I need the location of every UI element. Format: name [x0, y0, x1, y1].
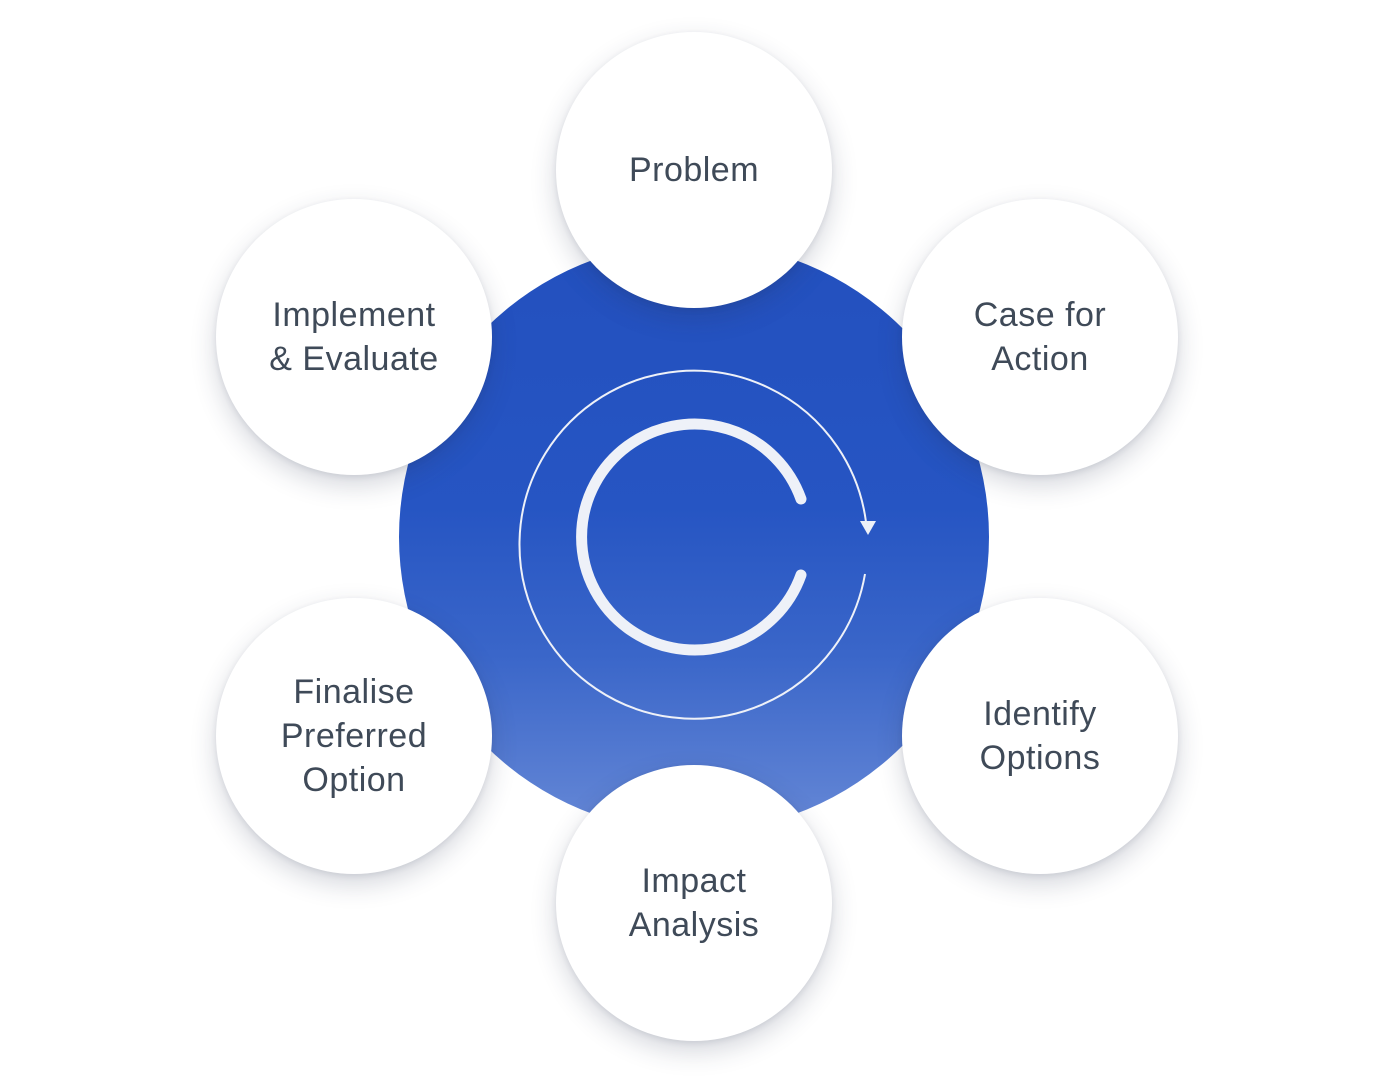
node-label-case-for-action: Case for Action: [973, 296, 1107, 378]
node-label-impact-analysis: Impact Analysis: [628, 862, 760, 944]
node-case-for-action: Case for Action: [902, 199, 1178, 475]
node-identify-options: Identify Options: [902, 598, 1178, 874]
node-label-finalise-preferred-option: Finalise Preferred Option: [280, 673, 428, 799]
node-problem: Problem: [556, 32, 832, 308]
node-impact-analysis: Impact Analysis: [556, 765, 832, 1041]
node-implement-evaluate: Implement & Evaluate: [216, 199, 492, 475]
node-label-implement-evaluate: Implement & Evaluate: [269, 296, 439, 378]
node-label-identify-options: Identify Options: [979, 695, 1101, 777]
node-finalise-preferred-option: Finalise Preferred Option: [216, 598, 492, 874]
node-label-problem: Problem: [628, 151, 760, 189]
